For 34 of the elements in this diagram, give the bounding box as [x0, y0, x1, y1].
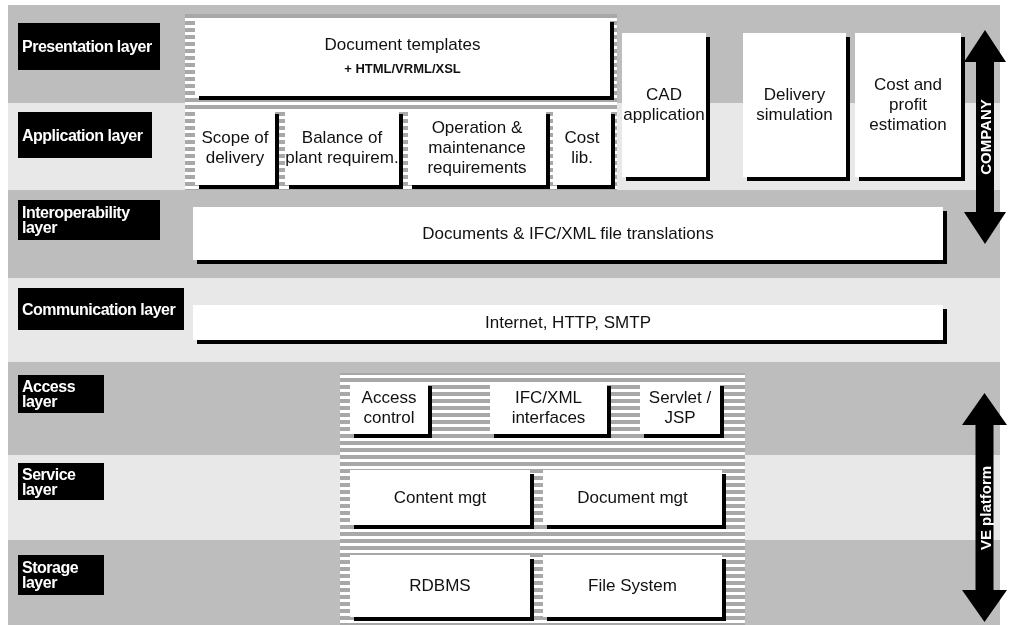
layer-label [18, 112, 152, 158]
layer-label [18, 288, 184, 330]
layer-name: Service layer [22, 466, 77, 497]
box-title: Internet, HTTP, SMTP [485, 312, 651, 333]
layer-name: Communication layer [22, 301, 176, 317]
box-title: CAD application [622, 85, 706, 125]
layer-label [18, 555, 104, 595]
layer-name: Application layer [22, 127, 143, 143]
box-title: File System [588, 576, 677, 596]
layer-label [18, 23, 160, 70]
box-title: Access control [360, 388, 418, 428]
layer-name: Interoperability layer [22, 205, 131, 235]
arrow-label: COMPANY [976, 99, 994, 175]
layer-name: Access layer [22, 379, 77, 409]
box-title: Scope of delivery [200, 127, 270, 168]
box-subtitle: + HTML/VRML/XSL [344, 60, 461, 78]
layer-label [18, 200, 160, 240]
box-title: Balance of plant requirem. [285, 127, 399, 168]
layer-label [18, 375, 104, 413]
layer-name: Storage layer [22, 560, 80, 590]
box-title: Content mgt [393, 487, 487, 508]
box-title: Documents & IFC/XML file translations [422, 223, 714, 244]
box-title: IFC/XML interfaces [510, 388, 587, 428]
box-title: Cost lib. [563, 127, 601, 168]
box-title: Cost and profit estimation [868, 75, 948, 135]
box-title: Operation & maintenance requirements [426, 117, 528, 178]
box-title: Document templates [324, 35, 481, 55]
box-title: Servlet / JSP [647, 388, 713, 428]
box-title: Document mgt [577, 487, 688, 508]
arrow-label: VE platform [976, 465, 993, 550]
layer-label [18, 463, 104, 500]
box-title: Delivery simulation [755, 85, 834, 125]
layer-name: Presentation layer [22, 39, 152, 54]
box-title: RDBMS [409, 576, 471, 596]
